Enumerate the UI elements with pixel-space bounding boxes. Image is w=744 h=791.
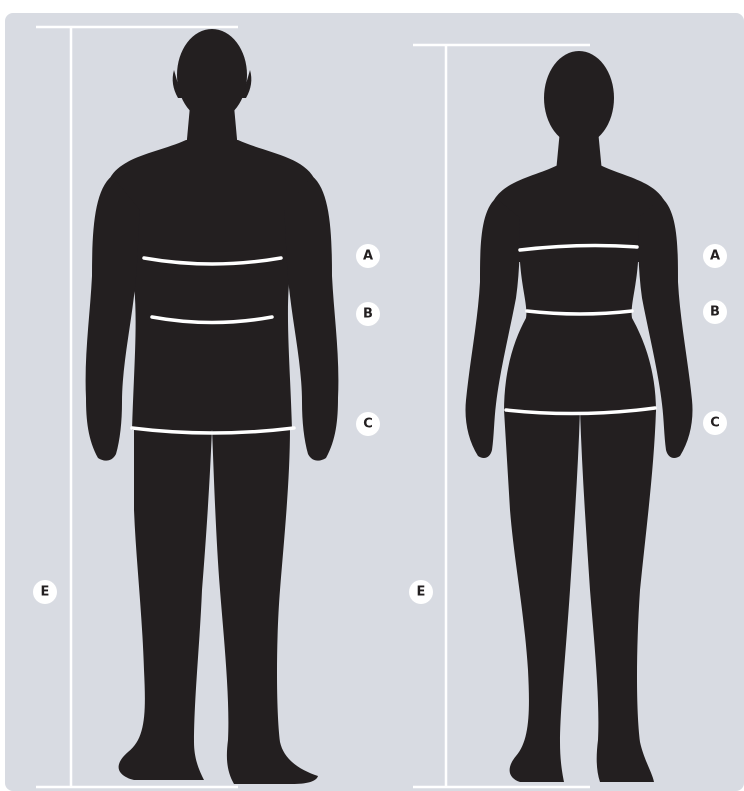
female-badge-c-label: C (710, 416, 720, 431)
female-badge-a-label: A (710, 249, 720, 264)
male-waist-badge: B (356, 302, 380, 326)
female-hip-badge: C (703, 411, 727, 435)
male-badge-b-label: B (363, 307, 373, 322)
male-chest-badge: A (356, 244, 380, 268)
female-height-badge: E (409, 580, 433, 604)
female-badge-b-label: B (710, 305, 720, 320)
female-bust-badge: A (703, 244, 727, 268)
male-height-badge: E (33, 580, 57, 604)
male-badge-a-label: A (363, 249, 373, 264)
female-waist-badge: B (703, 300, 727, 324)
male-hip-badge: C (356, 412, 380, 436)
female-badge-e-label: E (417, 585, 426, 600)
male-badge-e-label: E (41, 585, 50, 600)
male-badge-c-label: C (363, 417, 373, 432)
